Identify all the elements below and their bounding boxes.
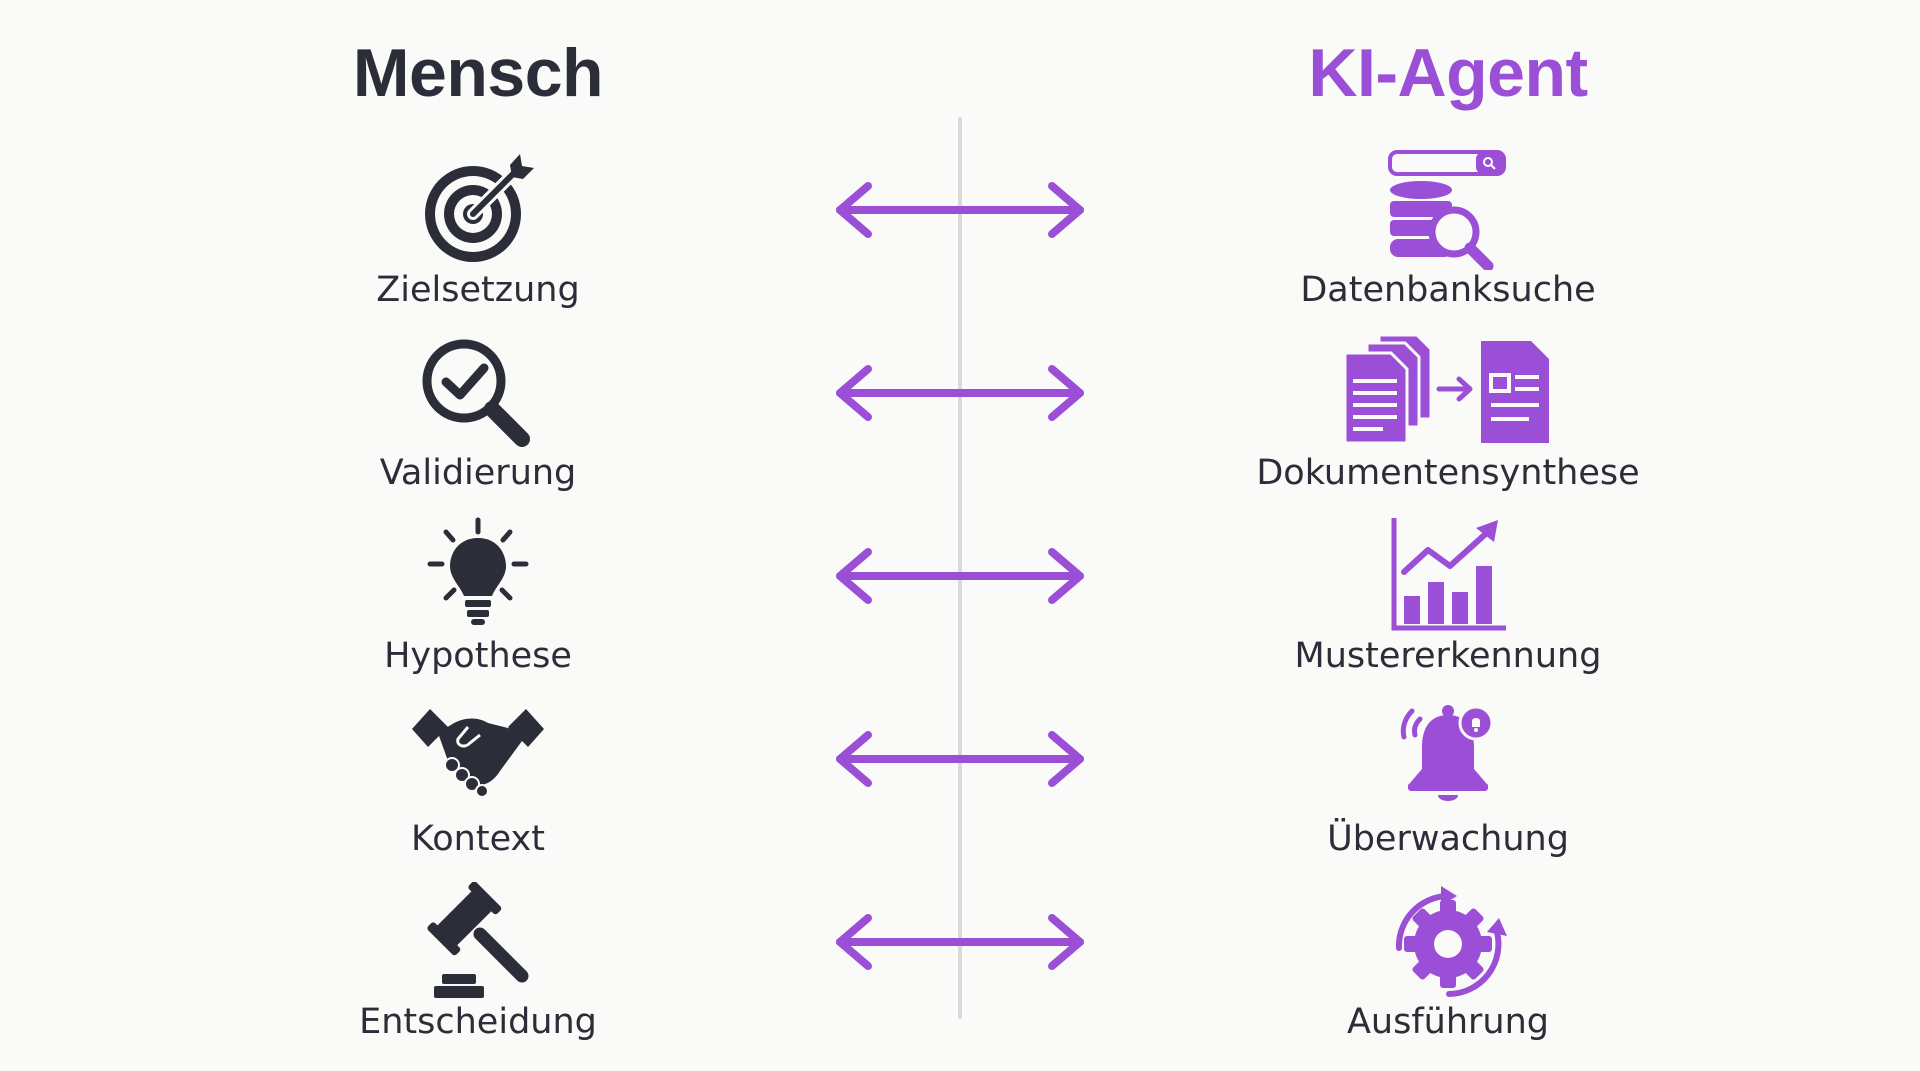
label-datenbanksuche: Datenbanksuche xyxy=(1300,270,1596,310)
bidirectional-arrow-icon xyxy=(836,182,1084,238)
pair-row-kontext: Kontext Überwachung xyxy=(0,699,1920,882)
agent-item: Dokumentensynthese xyxy=(1188,333,1708,516)
target-icon xyxy=(425,154,534,262)
label-dokumentensynthese: Dokumentensynthese xyxy=(1256,453,1640,493)
gavel-icon xyxy=(427,882,529,998)
documents-synthesis-icon xyxy=(1343,333,1549,445)
magnifier-check-icon xyxy=(422,339,530,447)
label-hypothese: Hypothese xyxy=(384,636,572,676)
gear-cycle-icon xyxy=(1395,886,1507,997)
human-item: Validierung xyxy=(218,333,738,516)
agent-item: Überwachung xyxy=(1188,699,1708,882)
human-item: Kontext xyxy=(218,699,738,882)
pair-row-zielsetzung: Zielsetzung Datenbanksuche xyxy=(0,150,1920,333)
bidirectional-arrow-icon xyxy=(836,914,1084,970)
bidirectional-arrow-icon xyxy=(836,548,1084,604)
bidirectional-arrow-icon xyxy=(836,731,1084,787)
label-kontext: Kontext xyxy=(411,819,545,859)
human-item: Entscheidung xyxy=(218,882,738,1065)
bidirectional-arrow-icon xyxy=(836,365,1084,421)
pair-row-validierung: Validierung Dokumentensynthese xyxy=(0,333,1920,516)
header-agent: KI-Agent xyxy=(1308,35,1588,111)
agent-item: Mustererkennung xyxy=(1188,516,1708,699)
pair-row-entscheidung: Entscheidung Ausführung xyxy=(0,882,1920,1065)
center-divider xyxy=(958,117,962,1019)
handshake-icon xyxy=(412,709,544,798)
bell-alert-icon xyxy=(1400,705,1494,801)
pair-row-hypothese: Hypothese Mustererkennung xyxy=(0,516,1920,699)
label-zielsetzung: Zielsetzung xyxy=(376,270,580,310)
label-validierung: Validierung xyxy=(379,453,577,493)
label-ausfuehrung: Ausführung xyxy=(1346,1002,1550,1042)
header-human: Mensch xyxy=(352,35,604,111)
agent-item: Ausführung xyxy=(1188,882,1708,1065)
label-ueberwachung: Überwachung xyxy=(1327,819,1569,859)
bar-chart-trend-icon xyxy=(1391,518,1506,631)
agent-item: Datenbanksuche xyxy=(1188,150,1708,333)
label-entscheidung: Entscheidung xyxy=(359,1002,597,1042)
lightbulb-icon xyxy=(427,517,529,625)
label-mustererkennung: Mustererkennung xyxy=(1294,636,1602,676)
human-item: Zielsetzung xyxy=(218,150,738,333)
database-search-icon xyxy=(1388,150,1506,270)
human-item: Hypothese xyxy=(218,516,738,699)
